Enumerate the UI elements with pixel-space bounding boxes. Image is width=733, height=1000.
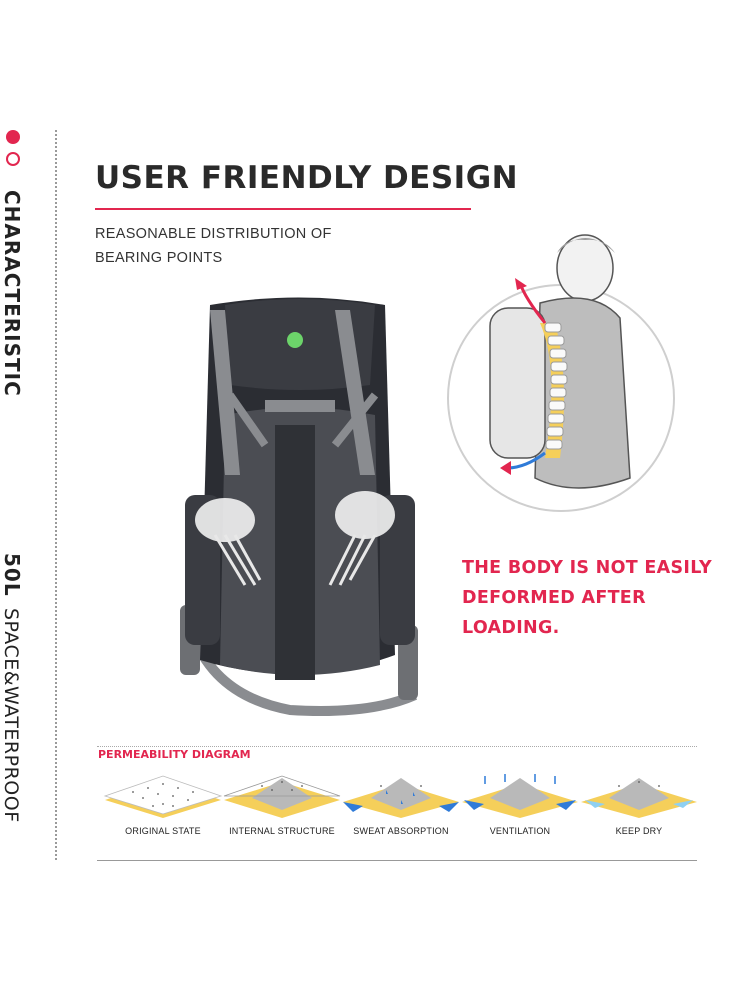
subtitle-line-1: REASONABLE DISTRIBUTION OF [95, 226, 332, 242]
page-subtitle: REASONABLE DISTRIBUTION OF BEARING POINT… [95, 222, 365, 270]
layer-sweat-icon [343, 778, 459, 818]
layer-internal-icon [223, 775, 341, 818]
page-title: USER FRIENDLY DESIGN [95, 160, 519, 196]
title-underline [95, 208, 471, 210]
rail-characteristic: CHARACTERISTIC [0, 190, 24, 397]
ring-dot-icon [6, 152, 20, 166]
stage-label: ORIGINAL STATE [125, 826, 201, 836]
stage-internal-structure: INTERNAL STRUCTURE [222, 770, 342, 845]
permeability-top-divider [97, 746, 697, 747]
stage-keep-dry: KEEP DRY [579, 770, 699, 845]
layer-original-icon [103, 775, 223, 818]
layer-keep-dry-icon [581, 778, 697, 818]
stage-label: KEEP DRY [615, 826, 663, 836]
person-spine-illustration-icon [447, 234, 675, 512]
stage-label: VENTILATION [489, 826, 551, 836]
tagline-line-2: DEFORMED AFTER LOADING. [462, 588, 646, 638]
stage-label: SWEAT ABSORPTION [353, 826, 449, 836]
rail-space-waterproof: SPACE&WATERPROOF [0, 608, 22, 823]
permeability-title: PERMEABILITY DIAGRAM [98, 748, 251, 761]
stage-original-state: ORIGINAL STATE [103, 770, 223, 845]
rail-capacity: 50L [0, 553, 24, 597]
layer-ventilation-icon [462, 774, 578, 818]
backpack-back-view-icon [180, 297, 418, 716]
rail-divider [55, 130, 57, 860]
subtitle-line-2: BEARING POINTS [95, 250, 223, 266]
filled-dot-icon [6, 130, 20, 144]
tagline-line-1: THE BODY IS NOT EASILY [462, 558, 712, 578]
stage-ventilation: VENTILATION [460, 770, 580, 845]
stage-label: INTERNAL STRUCTURE [229, 826, 335, 836]
stage-sweat-absorption: SWEAT ABSORPTION [341, 770, 461, 845]
tagline: THE BODY IS NOT EASILY DEFORMED AFTER LO… [462, 553, 733, 643]
permeability-bottom-divider [97, 860, 697, 861]
